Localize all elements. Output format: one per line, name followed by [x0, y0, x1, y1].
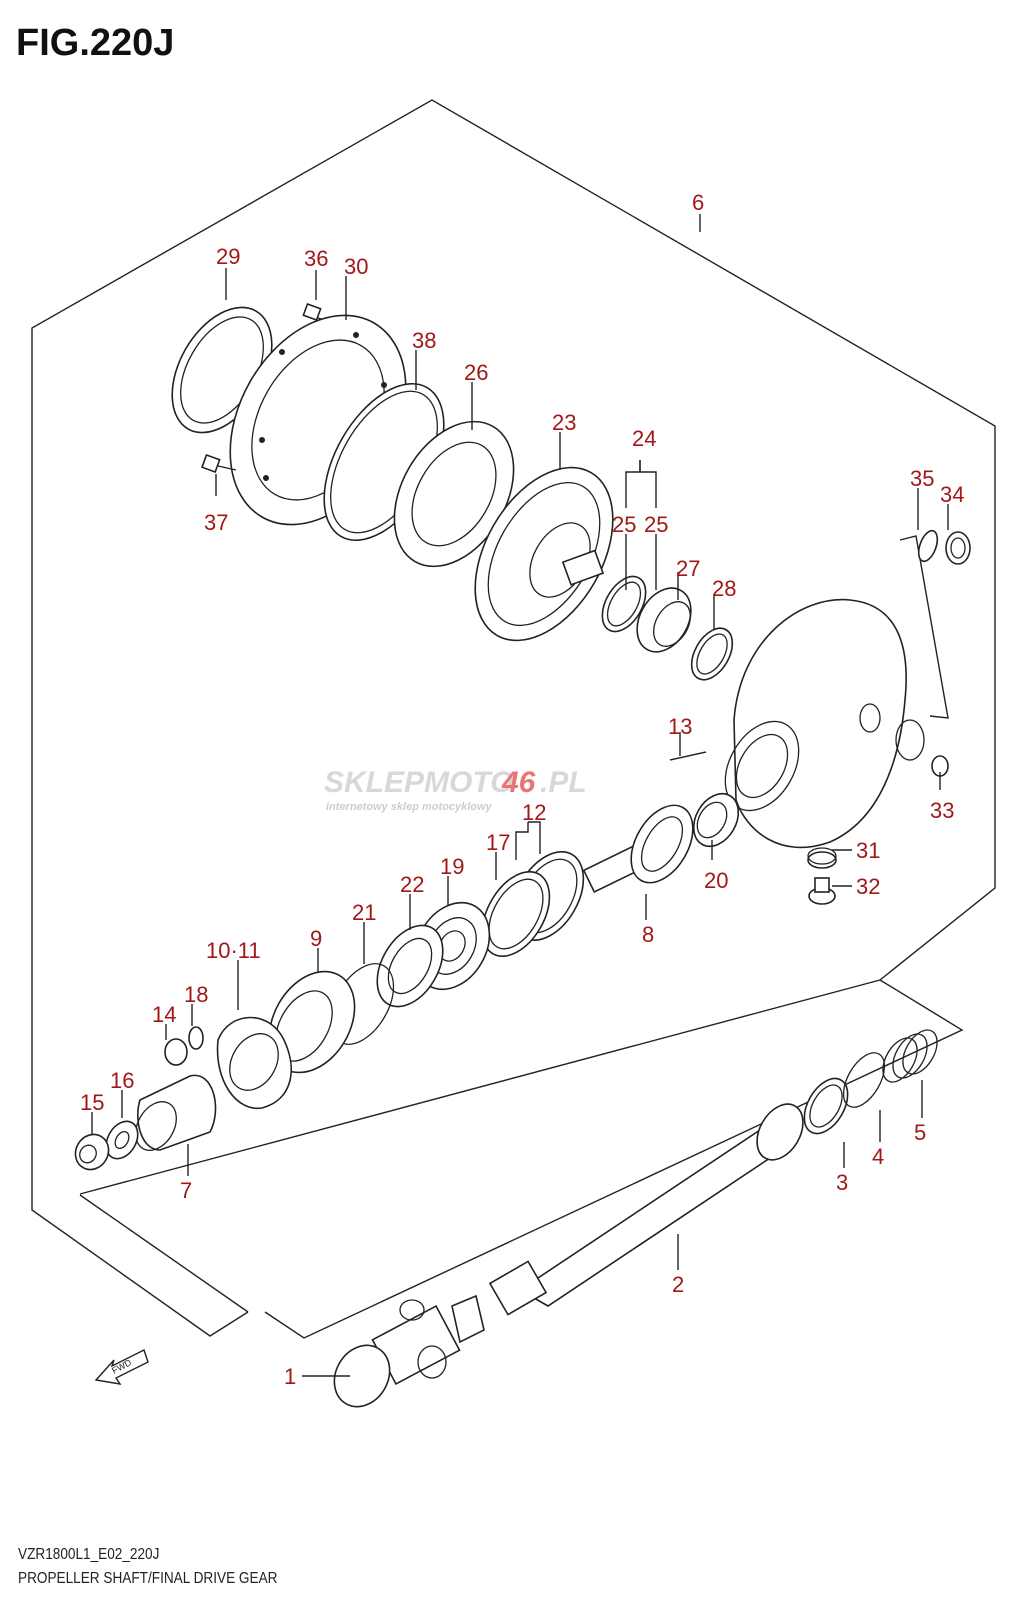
callout-4: 4: [872, 1144, 884, 1169]
watermark-tagline: internetowy sklep motocyklowy: [326, 801, 493, 813]
part-35-o-ring: [917, 529, 939, 563]
callout-24: 24: [632, 426, 656, 451]
callout-1: 1: [284, 1364, 296, 1389]
callout-9: 9: [310, 926, 322, 951]
callout-37: 37: [204, 510, 228, 535]
callout-29: 29: [216, 244, 240, 269]
callout-2: 2: [672, 1272, 684, 1297]
part-34-plug: [945, 531, 971, 565]
part-7-coupling: [135, 1074, 217, 1151]
watermark-brand-c: .PL: [540, 766, 587, 799]
part-8-drive-pinion: [582, 804, 694, 894]
callout-6: 6: [692, 190, 704, 215]
part-27-needle-bearing: [636, 587, 692, 653]
callout-27: 27: [676, 556, 700, 581]
boundary-inner: [79, 979, 881, 1195]
callout-22: 22: [400, 872, 424, 897]
callout-7: 7: [180, 1178, 192, 1203]
callout-23: 23: [552, 410, 576, 435]
callout-25b: 25: [644, 512, 668, 537]
callout-26: 26: [464, 360, 488, 385]
part-14-nut: [164, 1038, 188, 1066]
callout-16: 16: [110, 1068, 134, 1093]
part-16-washer: [105, 1120, 139, 1160]
callout-31: 31: [856, 838, 880, 863]
callout-19: 19: [440, 854, 464, 879]
callout-15: 15: [80, 1090, 104, 1115]
boundary-dash: [79, 1194, 249, 1313]
leader-lines: [91, 214, 949, 1377]
watermark: SKLEPMOTO 46 .PL internetowy sklep motoc…: [324, 766, 587, 813]
callout-33: 33: [930, 798, 954, 823]
callout-5: 5: [914, 1120, 926, 1145]
part-13-stud: [669, 751, 707, 761]
callout-8: 8: [642, 922, 654, 947]
callout-13: 13: [668, 714, 692, 739]
assembly-boundary: [31, 99, 996, 1339]
part-18-washer: [188, 1026, 204, 1050]
callout-12: 12: [522, 800, 546, 825]
part-15-nut: [74, 1133, 110, 1171]
part-6-gear-case: [724, 598, 925, 849]
plug-bracket: [899, 535, 949, 719]
figure-title: FIG.220J: [16, 22, 175, 64]
callout-17: 17: [486, 830, 510, 855]
fwd-arrow-icon: FWD: [94, 1349, 149, 1385]
part-32-nut: [808, 877, 836, 905]
callout-38: 38: [412, 328, 436, 353]
part-10-11-gasket: [216, 1016, 292, 1110]
part-2-propeller-shaft: [488, 1103, 804, 1316]
part-4-circlip: [842, 1052, 886, 1108]
watermark-brand-a: SKLEPMOTO: [324, 766, 513, 799]
callout-28: 28: [712, 576, 736, 601]
part-31-washer: [807, 847, 837, 869]
callout-36: 36: [304, 246, 328, 271]
figure-description: PROPELLER SHAFT/FINAL DRIVE GEAR: [18, 1570, 278, 1587]
part-23-ring-gear: [474, 466, 614, 642]
part-9-bearing-nut: [268, 970, 356, 1074]
callout-34: 34: [940, 482, 964, 507]
model-code: VZR1800L1_E02_220J: [18, 1546, 160, 1563]
callout-20: 20: [704, 868, 728, 893]
callout-10-11: 10·11: [206, 938, 261, 963]
part-28-ring: [690, 627, 734, 681]
callout-32: 32: [856, 874, 880, 899]
callout-35: 35: [910, 466, 934, 491]
part-37-bolt: [201, 453, 237, 473]
callout-18: 18: [184, 982, 208, 1007]
callout-labels: 6 29 36 30 38 26 23 24 25 25 27 28 35 34…: [80, 190, 964, 1389]
part-5-spring: [882, 1029, 938, 1083]
callout-3: 3: [836, 1170, 848, 1195]
part-20-needle-bearing: [692, 792, 740, 848]
part-17-ring: [481, 870, 551, 958]
part-3-ring: [803, 1077, 849, 1135]
part-25-shims: [601, 575, 647, 633]
callout-21: 21: [352, 900, 376, 925]
callout-14: 14: [152, 1002, 176, 1027]
callout-30: 30: [344, 254, 368, 279]
callout-25a: 25: [612, 512, 636, 537]
watermark-brand-b: 46: [501, 766, 536, 799]
part-1-universal-joint: [333, 1294, 485, 1408]
